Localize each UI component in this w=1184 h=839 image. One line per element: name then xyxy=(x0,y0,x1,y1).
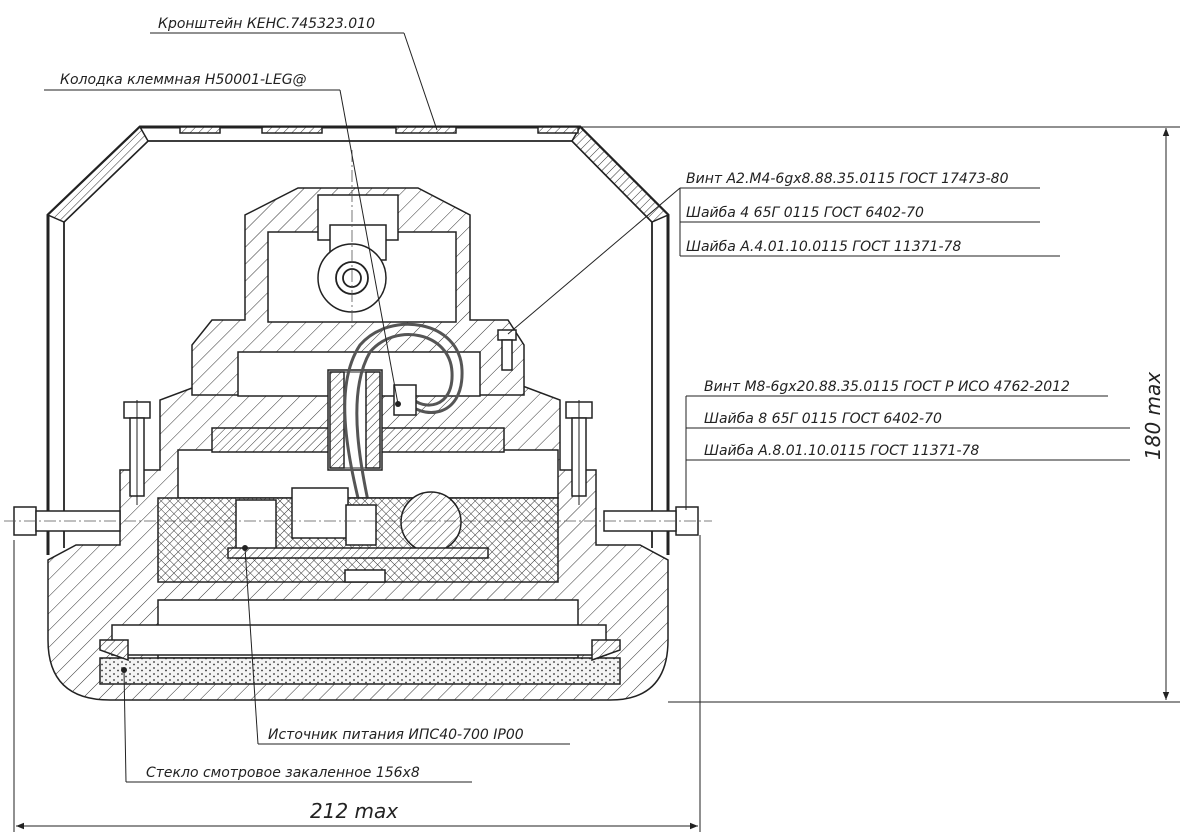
viewing-glass xyxy=(99,639,621,685)
dimension-height: 180 max xyxy=(1141,372,1165,460)
center-bushing xyxy=(327,369,383,471)
label-washer-a8: Шайба А.8.01.10.0115 ГОСТ 11371-78 xyxy=(704,443,979,459)
label-power-supply: Источник питания ИПС40-700 IP00 xyxy=(268,727,524,743)
wiring xyxy=(343,322,464,546)
dimension-width: 212 max xyxy=(310,799,398,823)
power-supply-block xyxy=(157,487,559,583)
label-washer-8-65g: Шайба 8 65Г 0115 ГОСТ 6402-70 xyxy=(704,411,942,427)
label-washer-a4: Шайба А.4.01.10.0115 ГОСТ 11371-78 xyxy=(686,239,961,255)
dimension-lines xyxy=(13,126,1180,832)
label-terminal-block: Колодка клеммная H50001-LEG@ xyxy=(60,72,307,88)
upper-structure xyxy=(191,187,525,453)
label-screw-m8: Винт М8-6gx20.88.35.0115 ГОСТ Р ИСО 4762… xyxy=(704,379,1070,395)
center-lines xyxy=(4,150,712,522)
leader-lines xyxy=(44,32,1130,783)
label-glass: Стекло смотровое закаленное 156х8 xyxy=(146,765,420,781)
fasteners xyxy=(13,329,699,536)
label-bracket: Кронштейн КЕНС.745323.010 xyxy=(158,16,375,32)
cover-outline xyxy=(46,125,670,555)
label-washer-4-65g: Шайба 4 65Г 0115 ГОСТ 6402-70 xyxy=(686,205,924,221)
label-screw-m4: Винт А2.М4-6gx8.88.35.0115 ГОСТ 17473-80 xyxy=(686,171,1009,187)
